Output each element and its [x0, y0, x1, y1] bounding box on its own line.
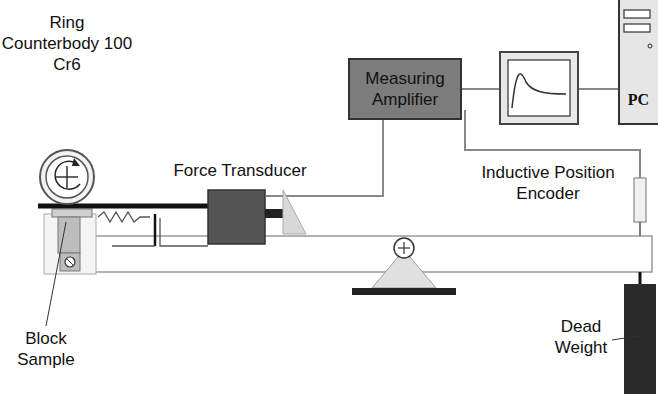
rotation-arrowhead — [72, 158, 80, 166]
link — [160, 218, 208, 246]
leader-line — [612, 336, 638, 340]
block-sample — [52, 209, 92, 217]
dead-weight — [624, 284, 656, 394]
signal-curve — [512, 74, 566, 108]
force-transducer — [208, 190, 265, 244]
part-label: Dead Weight — [548, 316, 614, 358]
ring-axis — [66, 166, 68, 188]
holder-frame — [44, 214, 96, 274]
weight-hook — [639, 272, 642, 284]
amplifier-box: Measuring Amplifier — [348, 58, 462, 120]
pc-tower — [619, 0, 658, 124]
node-text: Measuring Amplifier — [358, 68, 452, 110]
link — [112, 245, 155, 246]
base-plate — [352, 288, 456, 295]
leader-line — [46, 222, 66, 326]
transducer-shaft — [265, 209, 283, 218]
pivot-mark — [403, 242, 404, 254]
lever-beam — [95, 236, 652, 272]
encoder-probe — [639, 222, 641, 236]
holder-pin — [66, 258, 74, 266]
ring-inner — [46, 156, 88, 198]
holder-pin — [65, 257, 75, 267]
signal-wire — [266, 120, 383, 196]
node-text: PC — [628, 89, 649, 110]
stop — [154, 214, 157, 246]
position-encoder — [634, 178, 646, 222]
pc-box: PC — [619, 0, 658, 124]
part-label: Force Transducer — [160, 160, 320, 181]
part-label: Ring Counterbody 100 Cr6 — [0, 12, 134, 75]
monitor — [500, 52, 578, 124]
holder-foot — [60, 253, 80, 271]
part-label: Block Sample — [2, 328, 90, 370]
spring — [98, 212, 150, 222]
monitor-screen — [508, 60, 570, 116]
pivot — [394, 238, 414, 258]
drive-bay — [624, 10, 650, 18]
transducer-mount — [283, 190, 306, 234]
part-label: Inductive Position Encoder — [468, 162, 628, 204]
ring-counterbody — [40, 150, 94, 204]
drive-bay — [624, 24, 650, 32]
power-led — [648, 44, 652, 48]
